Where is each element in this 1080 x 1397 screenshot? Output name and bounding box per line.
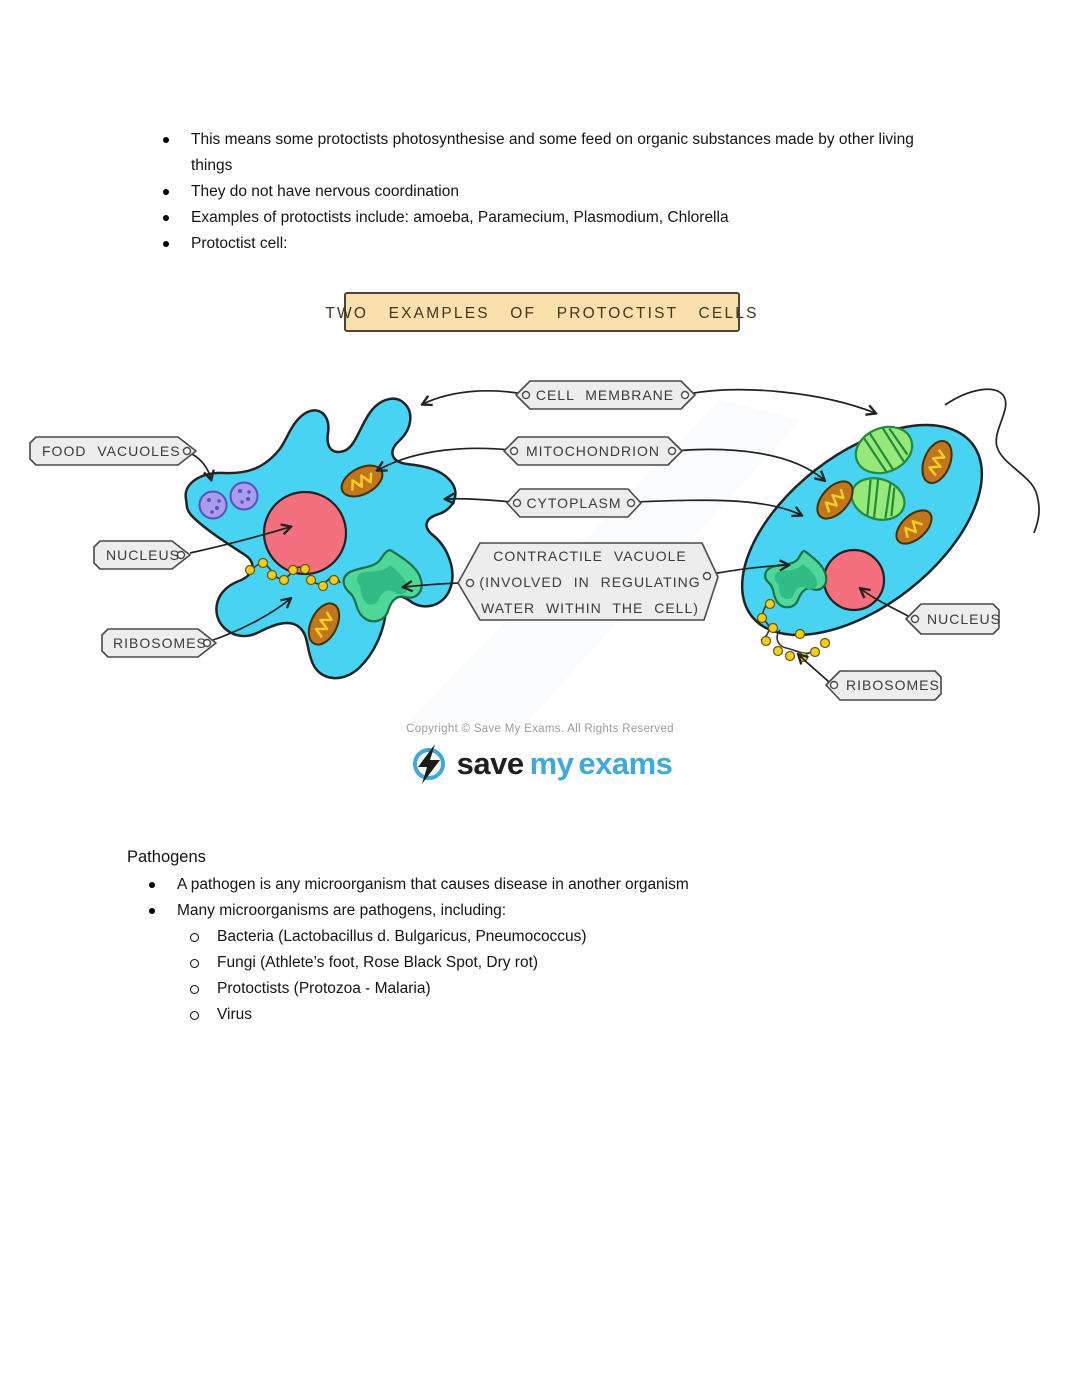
list-item: Fungi (Athlete’s foot, Rose Black Spot, … [127,950,947,976]
svg-text:WATER WITHIN THE CELL): WATER WITHIN THE CELL) [481,600,699,616]
list-item-text: Virus [217,1006,253,1023]
list-item-text: Protoctist cell: [191,235,288,252]
bullet-circle [190,959,199,968]
bullet-disc [163,189,169,195]
label-tag-ribosomes-left: RIBOSOMES [101,628,217,658]
connector-lines [189,388,909,683]
diagram-title-box: TWO EXAMPLES OF PROTOCTIST CELLS [325,292,758,332]
nucleus-right-arrow [861,589,909,617]
svg-text:RIBOSOMES: RIBOSOMES [113,635,207,651]
svg-text:CELL MEMBRANE: CELL MEMBRANE [536,387,674,403]
bullet-circle [190,985,199,994]
flagellate-mitochondrion-3 [895,509,933,545]
amoeba-nucleus [262,490,348,576]
list-item-text: Many microorganisms are pathogens, inclu… [177,902,507,919]
food-vacuoles-arrow [189,452,211,479]
svg-text:FOOD VACUOLES: FOOD VACUOLES [42,443,181,459]
svg-text:NUCLEUS: NUCLEUS [927,611,1001,627]
mitochondrion-arrow-left [378,447,512,470]
list-item-text: Protoctists (Protozoa - Malaria) [217,980,431,997]
label-tag-cytoplasm: CYTOPLASM [506,488,642,518]
label-tag-cell-membrane: CELL MEMBRANE [515,380,696,410]
bullet-circle [190,933,199,942]
cytoplasm-arrow-right [633,499,801,515]
flagellate-contractile-vacuole [764,550,828,609]
logo-word-exams: exams [578,746,673,781]
bullet-circle [190,1011,199,1020]
amoeba-cell [184,397,457,680]
svg-text:CONTRACTILE VACUOLE: CONTRACTILE VACUOLE [493,548,687,564]
amoeba-contractile-vacuole [342,549,423,623]
flagellate-mitochondrion-1 [816,480,854,520]
svg-text:NUCLEUS: NUCLEUS [106,547,180,563]
intro-bullet-list: This means some protoctists photosynthes… [160,127,935,257]
protoctist-cells-diagram: TWO EXAMPLES OF PROTOCTIST CELLS [29,292,1040,720]
list-item-text: Fungi (Athlete’s foot, Rose Black Spot, … [217,954,539,971]
chloroplast-1 [854,425,914,475]
list-item-text: They do not have nervous coordination [191,183,459,200]
svg-text:(INVOLVED IN REGULATING: (INVOLVED IN REGULATING [479,574,700,590]
list-item-text: This means some protoctists photosynthes… [191,131,914,174]
flagellum [944,388,1040,534]
label-tag-contractile-vacuole: CONTRACTILE VACUOLE (INVOLVED IN REGULAT… [457,542,719,621]
list-item: Bacteria (Lactobacillus d. Bulgaricus, P… [127,924,947,950]
savemyexams-logo: save my exams [0,742,1080,786]
ribosomes-left-arrow [212,599,290,641]
label-tag-ribosomes-right: RIBOSOMES [825,670,942,701]
bullet-disc [163,241,169,247]
svg-text:RIBOSOMES: RIBOSOMES [846,677,940,693]
label-tag-mitochondrion: MITOCHONDRION [503,436,683,466]
nucleus-left-arrow [189,527,290,554]
list-item: Many microorganisms are pathogens, inclu… [127,898,947,924]
label-tag-food-vacuoles: FOOD VACUOLES [29,436,197,466]
section-heading: Pathogens [127,848,206,866]
list-item-text: Bacteria (Lactobacillus d. Bulgaricus, P… [217,928,587,945]
bullet-disc [163,215,169,221]
list-item: Protoctist cell: [160,231,935,257]
cell-membrane-arrow-left [423,389,524,404]
ribosomes-right-arrow [799,655,830,683]
mitochondrion-arrow-right [674,448,824,480]
flagellate-mitochondrion-2 [921,440,953,484]
list-item: Examples of protoctists include: amoeba,… [160,205,935,231]
cell-membrane-arrow-right [687,388,875,413]
list-item-text: Examples of protoctists include: amoeba,… [191,209,729,226]
food-vacuoles [198,481,259,520]
flagellate-nucleus [822,548,886,612]
bullet-disc [149,882,155,888]
amoeba-mitochondrion-2 [307,602,341,646]
label-tag-nucleus-left: NUCLEUS [93,540,191,570]
pathogens-section: Pathogens A pathogen is any microorganis… [127,842,947,1028]
flagellate-ribosomes [756,598,831,663]
list-item: Protoctists (Protozoa - Malaria) [127,976,947,1002]
svg-text:CYTOPLASM: CYTOPLASM [526,495,621,511]
amoeba-ribosomes [244,557,341,592]
bullet-disc [149,908,155,914]
label-tag-nucleus-right: NUCLEUS [905,603,1001,635]
lightning-bolt-icon [412,744,445,784]
list-item: This means some protoctists photosynthes… [160,127,935,179]
flagellate-cell [740,388,1040,663]
list-item: They do not have nervous coordination [160,179,935,205]
logo-word-my: my [529,746,574,781]
cytoplasm-arrow-left [446,499,513,502]
logo-word-save: save [456,746,524,781]
svg-text:MITOCHONDRION: MITOCHONDRION [526,443,660,459]
bullet-disc [163,137,169,143]
diagram-title: TWO EXAMPLES OF PROTOCTIST CELLS [325,305,758,322]
list-item: Virus [127,1002,947,1028]
list-item-text: A pathogen is any microorganism that cau… [177,876,689,893]
copyright-text: Copyright © Save My Exams. All Rights Re… [406,723,674,735]
list-item: A pathogen is any microorganism that cau… [127,872,947,898]
contractile-arrow-right [711,565,788,575]
